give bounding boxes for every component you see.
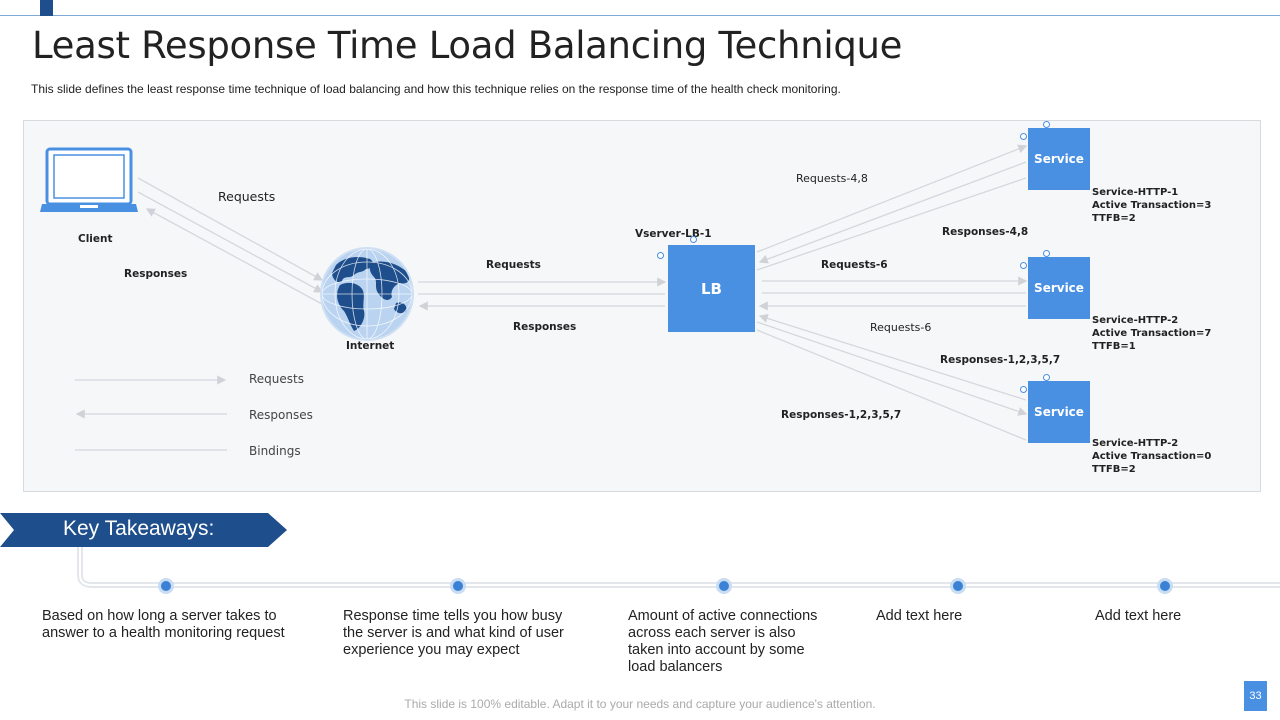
load-balancer-box: LB [668,245,755,332]
service-1-top-port-icon [1043,121,1050,128]
internet-label: Internet [346,340,395,352]
key-takeaways-banner [0,513,287,547]
timeline-dot-3 [716,578,732,594]
legend-bindings: Bindings [249,444,301,458]
client-requests-label: Requests [218,189,276,204]
client-responses-label: Responses [124,268,188,280]
service-2-ttfb: TTFB=1 [1092,341,1136,352]
service-3-top-port-icon [1043,374,1050,381]
legend-responses: Responses [249,408,313,422]
service-3-ttfb: TTFB=2 [1092,464,1136,475]
requests-4-8-label: Requests-4,8 [796,172,868,185]
laptop-icon [40,147,138,212]
service-2-name: Service-HTTP-2 [1092,315,1179,326]
service-3-active: Active Transaction=0 [1092,451,1212,462]
takeaway-2: Response time tells you how busy the ser… [343,608,564,658]
takeaway-3: Amount of active connections across each… [628,608,818,675]
takeaway-5: Add text here [1095,608,1182,624]
service-2-top-port-icon [1043,250,1050,257]
service-1-port-icon [1020,133,1027,140]
top-accent-block [40,0,53,16]
service-2-active: Active Transaction=7 [1092,328,1212,339]
requests-6-label-2: Requests-6 [870,321,932,334]
page-number: 33 [1244,681,1267,711]
internet-requests-label: Requests [486,259,541,271]
internet-responses-label: Responses [513,321,577,333]
requests-6-label: Requests-6 [821,259,888,271]
timeline-dot-2 [450,578,466,594]
timeline-dot-4 [950,578,966,594]
responses-1-2-3-5-7-label-2: Responses-1,2,3,5,7 [781,409,902,421]
timeline-dot-1 [158,578,174,594]
service-1-ttfb: TTFB=2 [1092,213,1136,224]
takeaway-1: Based on how long a server takes to answ… [42,608,285,641]
service-box-3: Service [1028,381,1090,443]
service-box-2: Service [1028,257,1090,319]
lb-title: Vserver-LB-1 [635,228,712,240]
service-box-1: Service [1028,128,1090,190]
top-rule [0,15,1280,16]
service-1-active: Active Transaction=3 [1092,200,1212,211]
lb-top-port-icon [690,236,697,243]
key-takeaways-title: Key Takeaways: [63,517,215,540]
footer-note: This slide is 100% editable. Adapt it to… [404,697,876,711]
responses-1-2-3-5-7-label: Responses-1,2,3,5,7 [940,354,1061,366]
responses-4-8-label: Responses-4,8 [942,226,1029,238]
service-1-info: Service-HTTP-1 Active Transaction=3 TTFB… [1092,186,1211,225]
service-3-info: Service-HTTP-2 Active Transaction=0 TTFB… [1092,437,1211,476]
service-3-port-icon [1020,386,1027,393]
globe-icon [320,247,414,341]
legend-requests: Requests [249,372,304,386]
client-label: Client [78,233,113,245]
takeaway-4: Add text here [876,608,963,624]
service-2-port-icon [1020,262,1027,269]
service-3-name: Service-HTTP-2 [1092,438,1179,449]
lb-port-icon [657,252,664,259]
service-2-info: Service-HTTP-2 Active Transaction=7 TTFB… [1092,314,1211,353]
page-title: Least Response Time Load Balancing Techn… [32,24,903,67]
page-subtitle: This slide defines the least response ti… [31,82,841,96]
takeaways-timeline [77,547,1280,588]
timeline-dot-5 [1157,578,1173,594]
service-1-name: Service-HTTP-1 [1092,187,1179,198]
